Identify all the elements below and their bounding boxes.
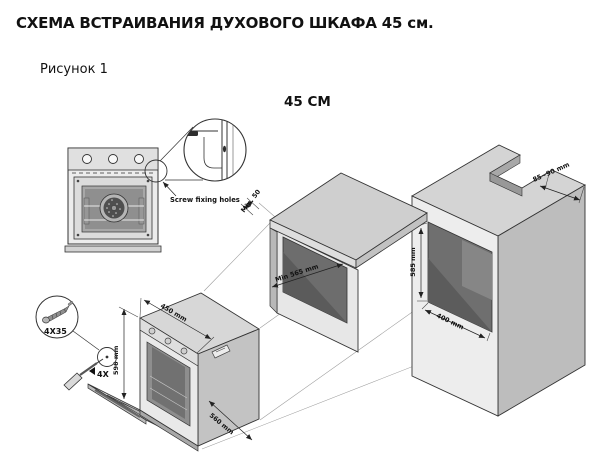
screw-spec-label: 4X35 — [44, 327, 67, 336]
screw-hole — [146, 233, 150, 237]
knob — [108, 154, 118, 164]
fixing-point-circle — [97, 347, 117, 367]
oven-knob — [180, 347, 188, 355]
rear-gap-dimension: Min. 50 — [239, 188, 263, 216]
pointer-triangle-icon — [89, 367, 95, 375]
screw-detail: 4X35 4X — [35, 295, 117, 391]
tall-cabinet — [411, 144, 586, 417]
knob — [134, 154, 144, 164]
fixing-hole — [222, 145, 227, 153]
oven-knob — [164, 337, 172, 345]
screw-holes-detail: Screw fixing holes — [144, 118, 247, 204]
screw-fixing-holes-label: Screw fixing holes — [170, 196, 240, 204]
knob — [82, 154, 92, 164]
screw-count-label: 4X — [97, 370, 110, 379]
oven-latch-bracket — [211, 344, 231, 359]
screw-hole — [76, 179, 80, 183]
screwdriver-handle — [63, 372, 83, 391]
base-cabinet — [269, 172, 428, 353]
rear-gap-label: Min. 50 — [239, 188, 262, 215]
oven-isometric — [87, 292, 260, 452]
oven-base — [64, 245, 162, 253]
magnifier-circle — [183, 118, 247, 182]
oven-front-view — [64, 147, 162, 253]
page-title: СХЕМА ВСТРАИВАНИЯ ДУХОВОГО ШКАФА 45 см. — [16, 14, 434, 32]
oven-door-handle — [94, 389, 141, 418]
screwdriver-shaft — [79, 362, 98, 376]
figure-label: Рисунок 1 — [40, 62, 108, 77]
size-heading: 45 СМ — [284, 94, 331, 110]
detail-source-circle — [144, 159, 168, 183]
screw-hole — [76, 233, 80, 237]
niche-height-label: 585 mm — [409, 247, 417, 277]
fixing-slot — [187, 131, 198, 136]
screw-hole — [146, 179, 150, 183]
oven-knob — [148, 327, 156, 335]
